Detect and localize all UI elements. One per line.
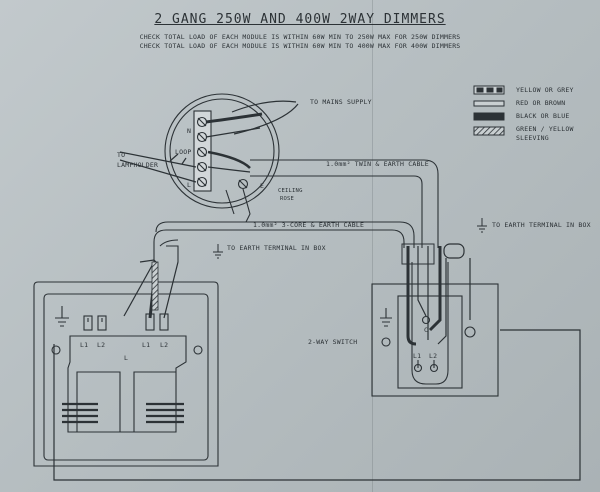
label-switch-c: C	[424, 326, 429, 334]
label-lampholder: LAMPHOLDER	[117, 161, 159, 169]
label-dimmer-l: L	[124, 354, 129, 362]
load-note-250w: CHECK TOTAL LOAD OF EACH MODULE IS WITHI…	[139, 33, 461, 41]
dimmer-wires	[123, 259, 179, 319]
diagram-title: 2 GANG 250W AND 400W 2WAY DIMMERS	[154, 12, 446, 27]
switch-wires	[401, 243, 471, 346]
label-dimmer-l1-a: L1	[80, 341, 89, 349]
three-core-cable	[153, 221, 415, 262]
legend-sleeving: SLEEVING	[516, 134, 549, 142]
label-three-core: 1.0mm² 3-CORE & EARTH CABLE	[253, 221, 365, 229]
switch-backbox	[371, 262, 499, 397]
label-rose: ROSE	[280, 196, 295, 202]
twin-earth-cable	[207, 150, 439, 248]
label-n: N	[187, 127, 192, 135]
label-dimmer-l1-b: L1	[142, 341, 151, 349]
label-dimmer-l2-b: L2	[160, 341, 169, 349]
label-earth-box-left: TO EARTH TERMINAL IN BOX	[227, 244, 326, 252]
label-dimmer-l2-a: L2	[97, 341, 106, 349]
lampholder-flex	[119, 151, 197, 183]
legend-yellow-grey: YELLOW OR GREY	[516, 86, 574, 94]
label-switch-l1: L1	[413, 352, 422, 360]
dimmer-module	[62, 313, 187, 433]
earth-symbol-left	[213, 244, 223, 259]
load-note-400w: CHECK TOTAL LOAD OF EACH MODULE IS WITHI…	[139, 42, 461, 50]
legend-swatches	[473, 85, 505, 136]
ceiling-rose	[164, 93, 280, 209]
label-mains: TO MAINS SUPPLY	[310, 98, 372, 106]
label-switch-l2: L2	[429, 352, 438, 360]
dimmer-backbox	[33, 281, 219, 467]
dimmer-earth-loop	[53, 329, 581, 481]
legend-green-yellow: GREEN / YELLOW	[516, 125, 574, 133]
legend-black-blue: BLACK OR BLUE	[516, 112, 570, 120]
legend-red-brown: RED OR BROWN	[516, 99, 566, 107]
paper-fold-line	[372, 0, 373, 492]
label-e: E	[260, 182, 265, 190]
earth-symbol-right	[477, 218, 487, 233]
label-l: L	[187, 181, 192, 189]
label-ceiling: CEILING	[278, 188, 303, 194]
earth-lead	[225, 188, 251, 223]
label-twin-cable: 1.0mm² TWIN & EARTH CABLE	[326, 160, 429, 168]
label-two-way-switch: 2-WAY SWITCH	[308, 338, 358, 346]
label-to: TO	[117, 151, 126, 159]
label-earth-box-right: TO EARTH TERMINAL IN BOX	[492, 221, 591, 229]
mains-cable	[205, 100, 299, 138]
label-loop: LOOP	[175, 148, 192, 156]
